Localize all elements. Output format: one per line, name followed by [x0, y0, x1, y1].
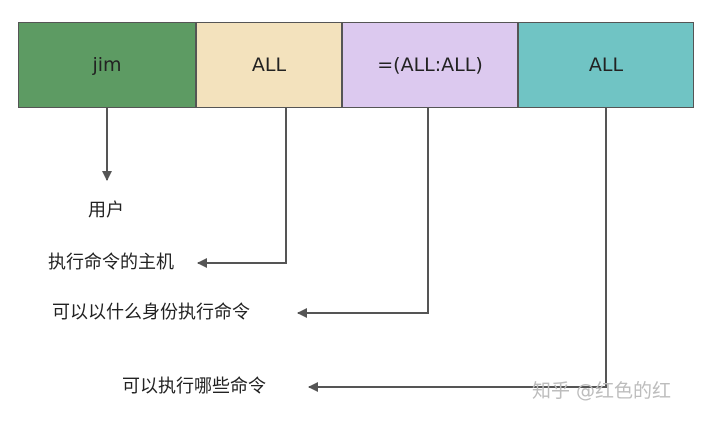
box-runas-label: =(ALL:ALL) — [377, 54, 483, 76]
box-runas: =(ALL:ALL) — [342, 22, 518, 108]
watermark: 知乎 @红色的红 — [532, 380, 672, 402]
label-commands: 可以执行哪些命令 — [122, 376, 266, 397]
label-runas: 可以以什么身份执行命令 — [52, 302, 250, 323]
box-host-label: ALL — [251, 54, 287, 76]
box-host: ALL — [196, 22, 342, 108]
box-commands-label: ALL — [588, 54, 624, 76]
arrow-host — [197, 108, 287, 268]
box-commands: ALL — [518, 22, 694, 108]
label-host: 执行命令的主机 — [48, 252, 174, 273]
label-user: 用户 — [88, 200, 124, 221]
arrow-commands — [308, 108, 607, 392]
box-user: jim — [18, 22, 196, 108]
box-user-label: jim — [92, 54, 122, 76]
arrow-runas — [297, 108, 429, 318]
